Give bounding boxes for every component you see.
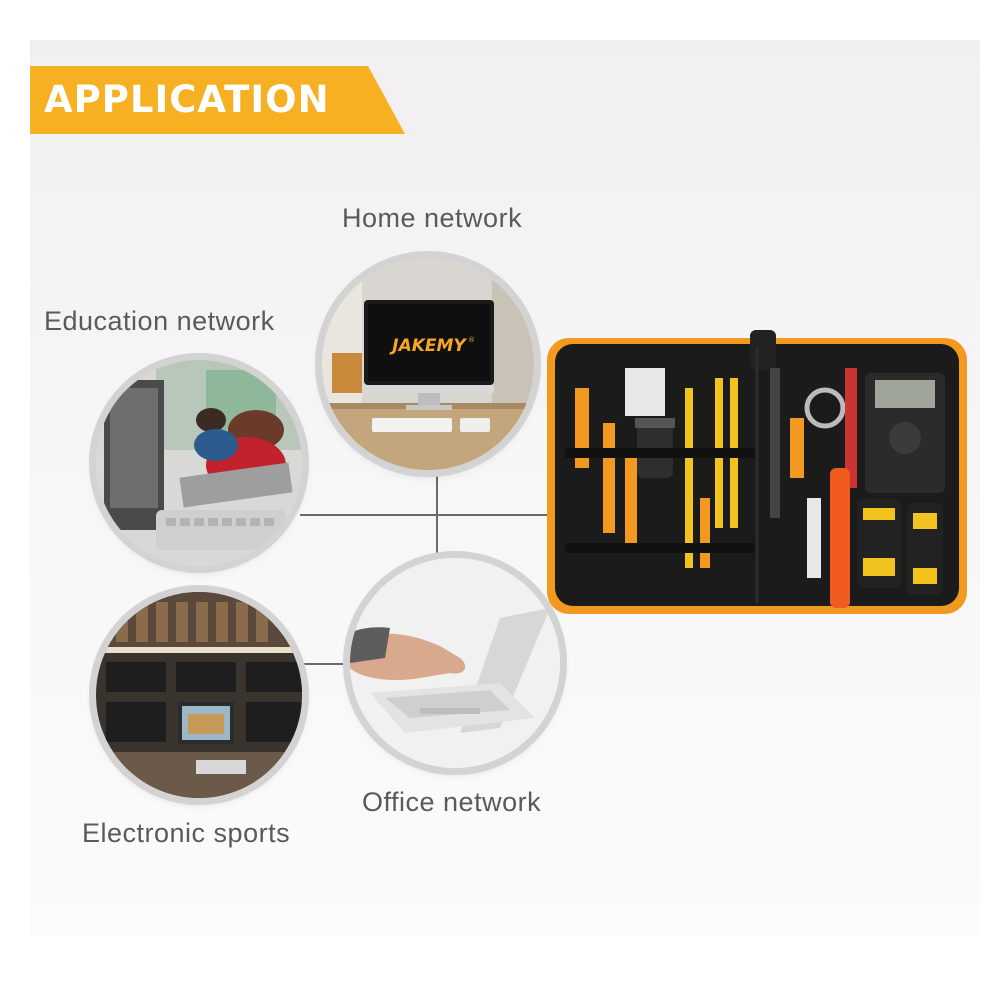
application-banner: APPLICATION [30, 66, 405, 134]
office-network-image [350, 558, 560, 768]
monitor-brand-text: JAKEMY [389, 336, 467, 356]
home-network-label: Home network [342, 203, 523, 233]
home-network-image: JAKEMY ® [322, 258, 534, 470]
electronic-sports-label: Electronic sports [82, 818, 291, 848]
education-network-label: Education network [44, 306, 275, 336]
office-network-label: Office network [362, 787, 542, 817]
banner-shape [30, 66, 405, 134]
education-network-image [96, 360, 302, 566]
network-tool-kit-image [547, 330, 967, 614]
banner-title: APPLICATION [44, 78, 330, 121]
electronic-sports-image [96, 592, 302, 798]
monitor-brand-mark: ® [468, 336, 475, 344]
